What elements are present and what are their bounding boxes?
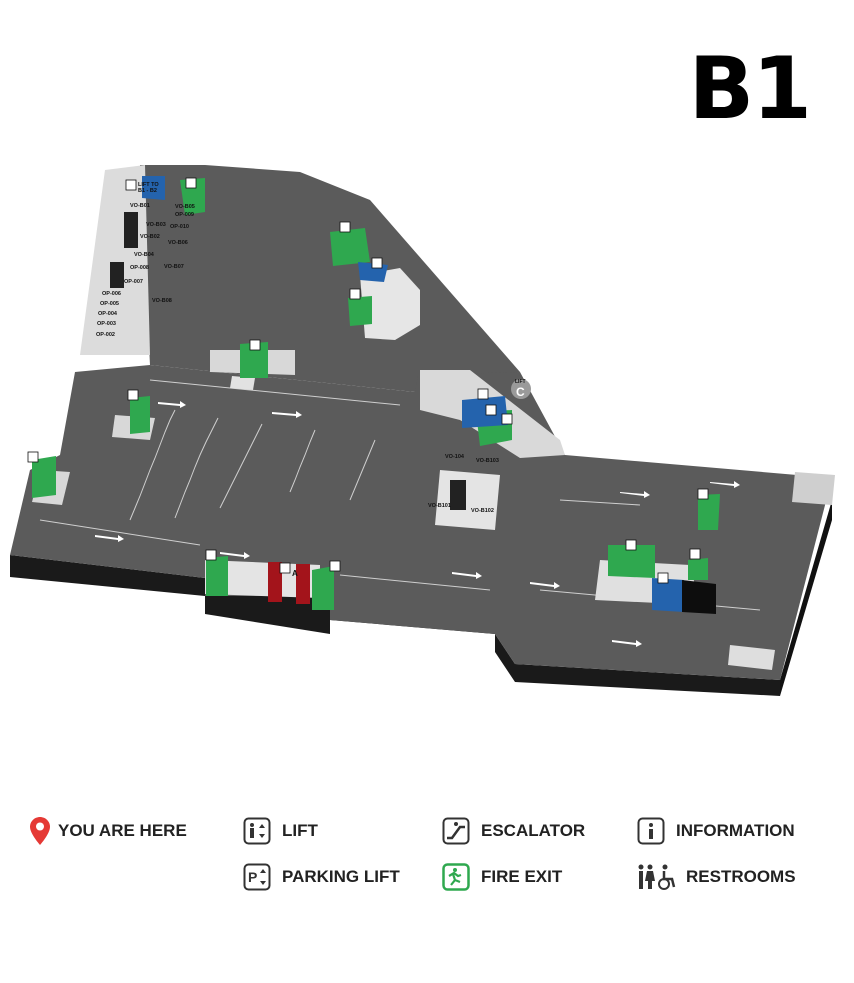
svg-text:VO-B03: VO-B03	[146, 222, 166, 228]
floor-map: LIFT C A LIFT TO B1 - B2 VO-B01 VO-B05 O…	[10, 165, 835, 696]
svg-text:VO-B01: VO-B01	[130, 203, 150, 209]
svg-text:VO-B101: VO-B101	[428, 503, 451, 509]
legend-information: INFORMATION	[636, 816, 795, 846]
parking-lift-icon: P	[242, 862, 272, 892]
floor-title: B1	[688, 39, 812, 139]
legend-lift: LIFT	[242, 816, 318, 846]
svg-text:OP-008: OP-008	[130, 265, 149, 271]
svg-text:VO-B102: VO-B102	[471, 508, 494, 514]
svg-text:OP-005: OP-005	[100, 301, 119, 307]
lift-c-letter: C	[516, 385, 525, 399]
svg-text:P: P	[248, 869, 257, 885]
legend-you-are-here-label: YOU ARE HERE	[58, 821, 187, 840]
lift-icon	[242, 816, 272, 846]
legend-restrooms-label: RESTROOMS	[686, 867, 796, 886]
lift-c-word: LIFT	[515, 379, 526, 385]
svg-text:OP-010: OP-010	[170, 224, 189, 230]
legend-lift-label: LIFT	[282, 821, 318, 840]
svg-text:VO-B08: VO-B08	[152, 298, 172, 304]
svg-text:OP-002: OP-002	[96, 332, 115, 338]
map-icon-markers	[27, 177, 709, 584]
lift-c-badge	[511, 379, 531, 399]
legend-parking-lift-label: PARKING LIFT	[282, 867, 400, 886]
svg-text:OP-006: OP-006	[102, 291, 121, 297]
fire-exit-icon	[441, 862, 471, 892]
legend-restrooms: RESTROOMS	[636, 862, 796, 892]
svg-text:OP-003: OP-003	[97, 321, 116, 327]
information-icon	[636, 816, 666, 846]
svg-text:VO-B103: VO-B103	[476, 458, 499, 464]
svg-text:OP-004: OP-004	[98, 311, 118, 317]
legend-fire-exit-label: FIRE EXIT	[481, 867, 563, 886]
svg-text:OP-009: OP-009	[175, 212, 194, 218]
legend-escalator: ESCALATOR	[441, 816, 585, 846]
legend-information-label: INFORMATION	[676, 821, 795, 840]
escalators[interactable]	[110, 212, 466, 510]
svg-text:LIFT TO: LIFT TO	[138, 182, 159, 188]
svg-text:VO-B05: VO-B05	[175, 204, 195, 210]
svg-text:VO-104: VO-104	[445, 454, 465, 460]
svg-text:VO-B07: VO-B07	[164, 264, 184, 270]
svg-text:OP-007: OP-007	[124, 279, 143, 285]
svg-text:VO-B06: VO-B06	[168, 240, 188, 246]
legend-you-are-here: YOU ARE HERE	[28, 816, 187, 846]
svg-text:B1 - B2: B1 - B2	[138, 188, 157, 194]
svg-text:VO-B02: VO-B02	[140, 234, 160, 240]
restrooms-icon	[636, 862, 678, 892]
legend-fire-exit: FIRE EXIT	[441, 862, 562, 892]
lift-a-shaft	[268, 562, 310, 604]
escalator-block	[682, 580, 716, 614]
svg-text:VO-B04: VO-B04	[134, 252, 155, 258]
escalator-icon	[441, 816, 471, 846]
legend-escalator-label: ESCALATOR	[481, 821, 586, 840]
lift-a-letter: A	[292, 569, 298, 578]
legend-parking-lift: P PARKING LIFT	[242, 862, 400, 892]
location-pin-icon	[28, 816, 52, 846]
driving-arrows	[95, 401, 740, 647]
unit-labels: LIFT TO B1 - B2 VO-B01 VO-B05 OP-009 VO-…	[96, 182, 499, 514]
